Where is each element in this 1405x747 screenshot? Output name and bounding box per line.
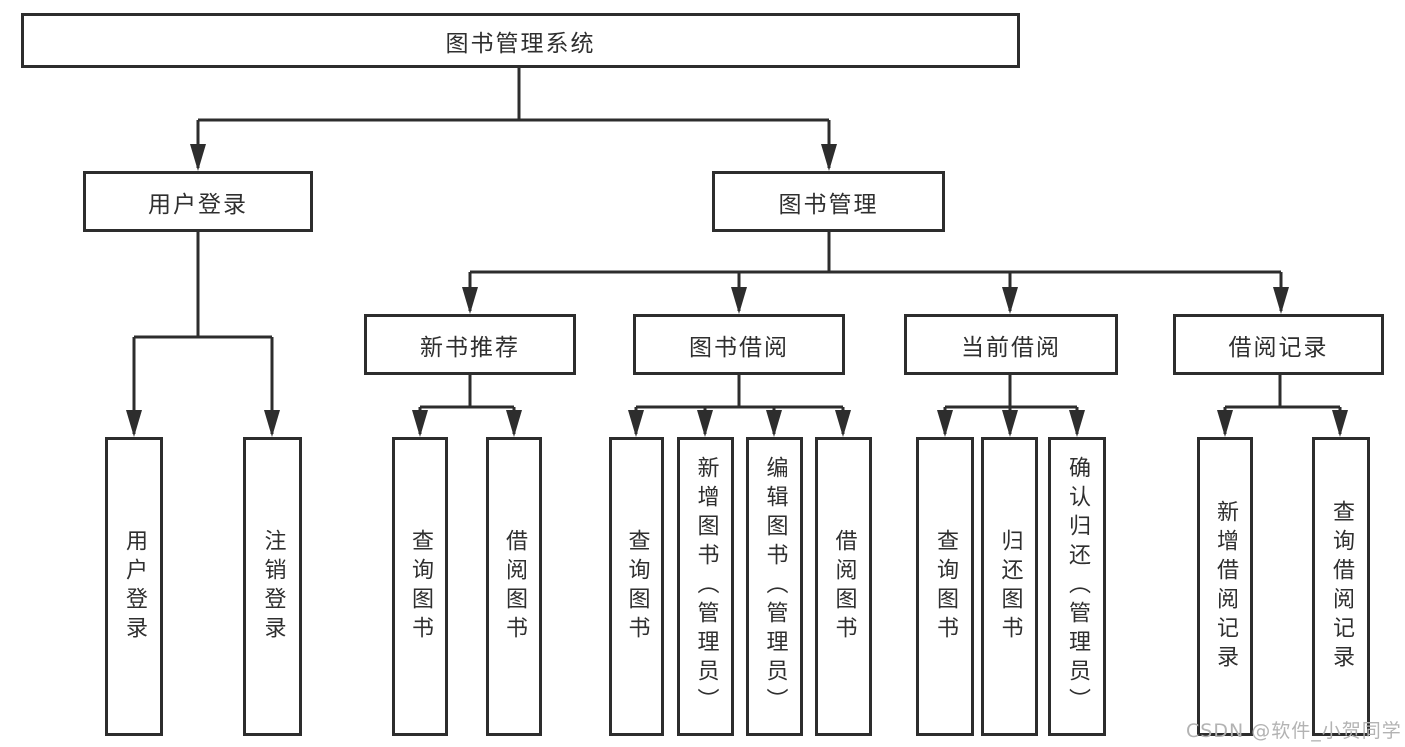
- leaf-borrowing-borrow-books-label: 借阅图书: [831, 528, 857, 645]
- leaf-newbook-borrow-books: 借阅图书: [486, 437, 542, 736]
- leaf-current-return-books-label: 归还图书: [997, 528, 1023, 645]
- leaf-records-query-record-label: 查询借阅记录: [1329, 499, 1354, 674]
- node-root-label: 图书管理系统: [445, 30, 596, 57]
- leaf-borrowing-edit-books-admin: 编辑图书（管理员）: [746, 437, 803, 736]
- leaf-current-query-books: 查询图书: [916, 437, 974, 736]
- leaf-borrowing-query-books-label: 查询图书: [624, 528, 650, 645]
- leaf-logout-label: 注销登录: [260, 528, 286, 645]
- leaf-newbook-query-books-label: 查询图书: [408, 528, 433, 645]
- leaf-records-add-record: 新增借阅记录: [1197, 437, 1253, 736]
- leaf-current-confirm-return-admin-label: 确认归还（管理员）: [1065, 456, 1090, 717]
- tree-edges: [132, 68, 1342, 434]
- node-current-borrowing: 当前借阅: [904, 314, 1118, 375]
- node-book-management: 图书管理: [712, 171, 945, 232]
- leaf-current-return-books: 归还图书: [981, 437, 1038, 736]
- node-new-book-recommend-label: 新书推荐: [420, 334, 520, 361]
- leaf-records-query-record: 查询借阅记录: [1312, 437, 1370, 736]
- node-user-login-label: 用户登录: [148, 191, 248, 218]
- node-book-borrowing: 图书借阅: [633, 314, 845, 375]
- leaf-logout: 注销登录: [243, 437, 302, 736]
- leaf-borrowing-edit-books-admin-label: 编辑图书（管理员）: [762, 456, 788, 717]
- leaf-borrowing-add-books-admin-label: 新增图书（管理员）: [693, 456, 719, 717]
- leaf-borrowing-add-books-admin: 新增图书（管理员）: [677, 437, 734, 736]
- watermark: CSDN @软件_小贺同学: [1186, 720, 1402, 742]
- node-current-borrowing-label: 当前借阅: [961, 334, 1061, 361]
- leaf-newbook-query-books: 查询图书: [392, 437, 448, 736]
- node-new-book-recommend: 新书推荐: [364, 314, 576, 375]
- leaf-borrowing-query-books: 查询图书: [609, 437, 664, 736]
- node-borrowing-records: 借阅记录: [1173, 314, 1384, 375]
- leaf-records-add-record-label: 新增借阅记录: [1213, 499, 1238, 674]
- node-borrowing-records-label: 借阅记录: [1228, 334, 1329, 361]
- leaf-newbook-borrow-books-label: 借阅图书: [502, 528, 527, 645]
- leaf-user-login: 用户登录: [105, 437, 163, 736]
- leaf-borrowing-borrow-books: 借阅图书: [815, 437, 872, 736]
- node-user-login: 用户登录: [83, 171, 313, 232]
- leaf-current-query-books-label: 查询图书: [933, 528, 958, 645]
- node-book-management-label: 图书管理: [778, 191, 879, 218]
- leaf-current-confirm-return-admin: 确认归还（管理员）: [1048, 437, 1106, 736]
- leaf-user-login-label: 用户登录: [122, 528, 147, 645]
- node-root: 图书管理系统: [21, 13, 1020, 68]
- node-book-borrowing-label: 图书借阅: [689, 334, 789, 361]
